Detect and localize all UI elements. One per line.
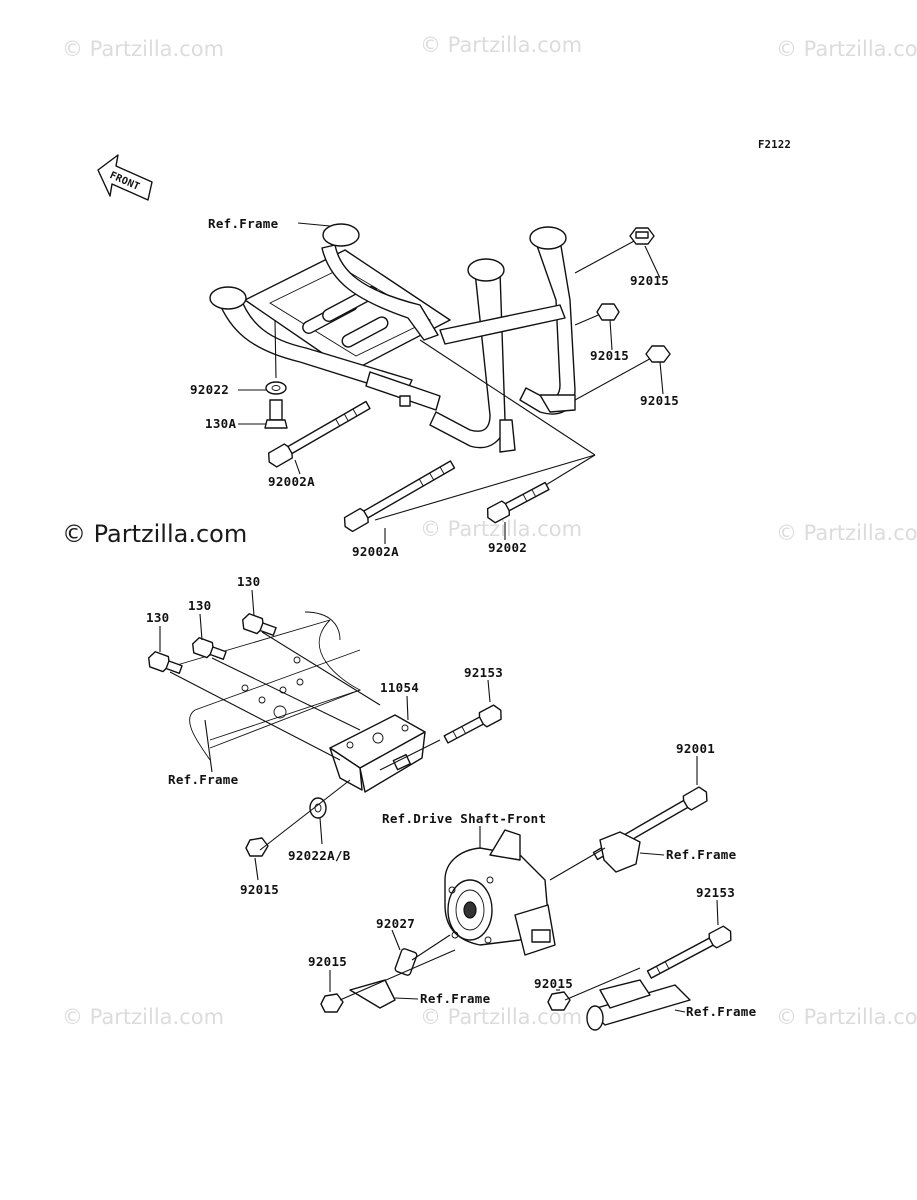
part-number-label: 130 (146, 610, 169, 625)
bolt-92153-lower (646, 925, 732, 979)
watermark: © Partzilla.com (776, 37, 917, 61)
watermark: © Partzilla.com (62, 37, 224, 61)
label-ref-frame: Ref.Frame (168, 772, 239, 787)
part-number-label: 92015 (640, 393, 679, 408)
front-differential (444, 829, 556, 956)
nut-92015 (547, 991, 571, 1011)
label-ref-frame: Ref.Frame (208, 216, 279, 231)
part-number-label: 92015 (590, 348, 629, 363)
part-number-label: 92002A (268, 474, 315, 489)
fasteners-top (264, 227, 671, 533)
part-number-label: 130 (188, 598, 211, 613)
frame-section-bottom (159, 611, 362, 761)
part-number-label: 92015 (630, 273, 669, 288)
part-number-label: 92022 (190, 382, 229, 397)
part-number-label: 92027 (376, 916, 415, 931)
frame-tube-bottom-right (586, 979, 691, 1031)
nut-92015 (320, 993, 344, 1013)
part-number-label: 92002 (488, 540, 527, 555)
part-number-label: 92153 (696, 885, 735, 900)
part-number-label: 11054 (380, 680, 419, 695)
nut-92015 (245, 837, 269, 857)
part-number-label: 92001 (676, 741, 715, 756)
figure-code: F2122 (758, 139, 791, 151)
label-ref-drive-shaft: Ref.Drive Shaft-Front (382, 811, 546, 826)
part-number-label: 92015 (534, 976, 573, 991)
watermark: © Partzilla.com (62, 1005, 224, 1029)
frame-bracket (599, 831, 641, 873)
watermark-group: © Partzilla.com © Partzilla.com © Partzi… (62, 33, 917, 1029)
part-number-label: 130 (237, 574, 260, 589)
part-number-label: 92022A/B (288, 848, 351, 863)
watermark: © Partzilla.com (420, 33, 582, 57)
part-number-label: 92015 (308, 954, 347, 969)
bolt-92153-upper (443, 704, 502, 744)
part-number-label: 92153 (464, 665, 503, 680)
watermark: © Partzilla.com (420, 517, 582, 541)
frame-assembly (209, 223, 576, 453)
part-number-label: 130A (205, 416, 236, 431)
label-ref-frame: Ref.Frame (666, 847, 737, 862)
watermark: © Partzilla.com (776, 521, 917, 545)
frame-bracket (349, 979, 396, 1009)
front-arrow-icon: FRONT (97, 154, 153, 201)
watermark-prominent: © Partzilla.com (62, 520, 247, 548)
part-number-label: 92015 (240, 882, 279, 897)
bolts-130 (148, 613, 277, 674)
label-ref-frame: Ref.Frame (420, 991, 491, 1006)
washer-92022AB (309, 797, 327, 819)
part-number-label: 92002A (352, 544, 399, 559)
label-ref-frame: Ref.Frame (686, 1004, 757, 1019)
watermark: © Partzilla.com (776, 1005, 917, 1029)
leader-lines-bottom (159, 589, 719, 1013)
mount-bracket (329, 714, 426, 793)
